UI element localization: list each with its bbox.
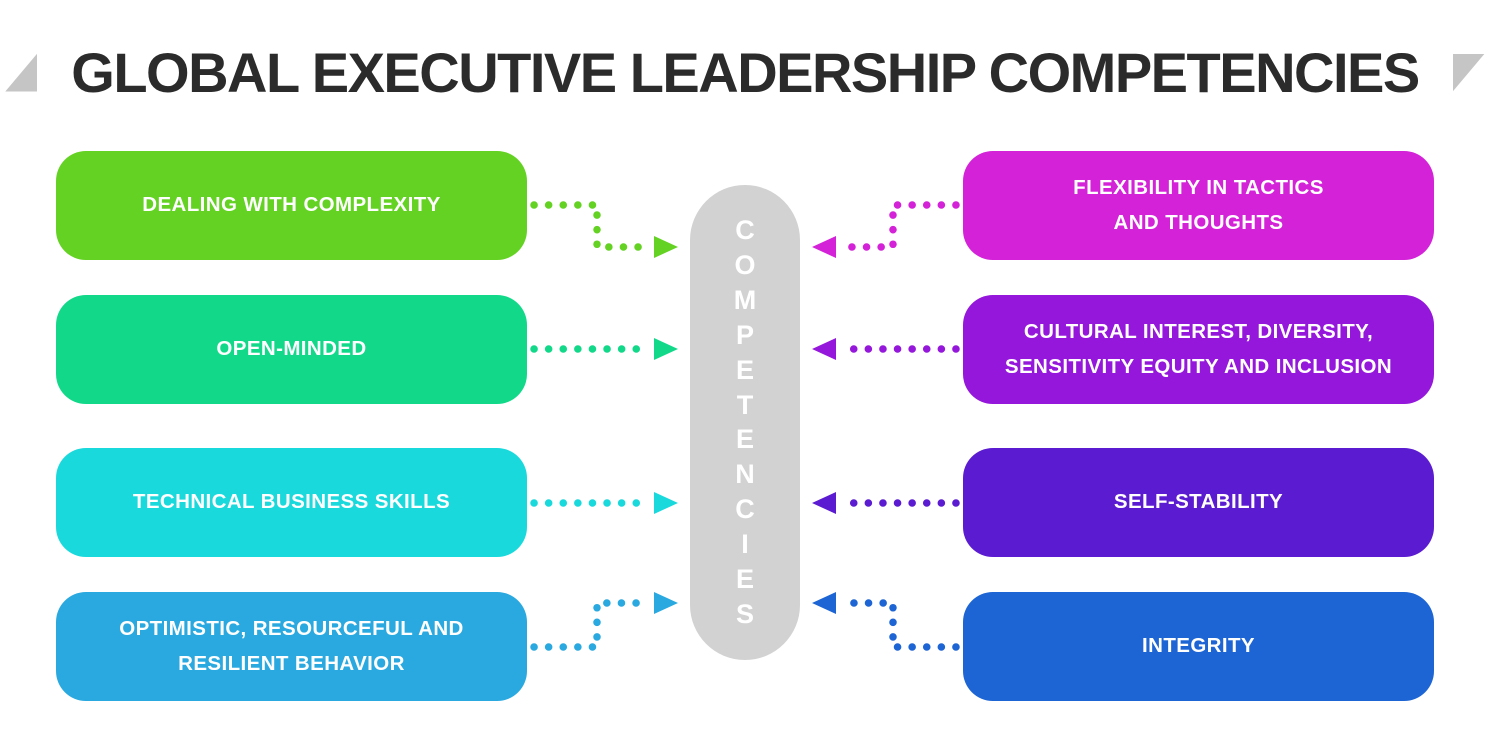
connector-right-1 — [812, 201, 960, 258]
connector-line — [530, 201, 652, 251]
pill-letter: E — [735, 424, 754, 455]
pill-letter: S — [735, 598, 754, 629]
connector-right-4 — [812, 592, 960, 651]
title-triangle-right-icon — [1452, 53, 1485, 92]
arrowhead-right-icon — [654, 592, 678, 614]
connector-left-3 — [530, 492, 678, 514]
pill-letter: C — [735, 215, 755, 245]
arrowhead-right-icon — [654, 338, 678, 360]
page-title: GLOBAL EXECUTIVE LEADERSHIP COMPETENCIES — [71, 41, 1420, 104]
arrowhead-right-icon — [654, 492, 678, 514]
pill-letter: P — [735, 319, 754, 350]
card-self-stability: SELF-STABILITY — [963, 448, 1434, 557]
connector-line — [530, 599, 652, 651]
arrowhead-right-icon — [654, 236, 678, 258]
card-label: FLEXIBILITY IN TACTICS AND THOUGHTS — [1073, 175, 1324, 234]
header: GLOBAL EXECUTIVE LEADERSHIP COMPETENCIES — [0, 40, 1490, 105]
card-flexibility-in-tactics: FLEXIBILITY IN TACTICS AND THOUGHTS — [963, 151, 1434, 260]
pill-letter: O — [734, 249, 756, 280]
card-label: OPTIMISTIC, RESOURCEFUL AND RESILIENT BE… — [119, 616, 464, 675]
connector-left-2 — [530, 338, 678, 360]
connector-line — [838, 201, 960, 251]
card-optimistic-resourceful-resilient: OPTIMISTIC, RESOURCEFUL AND RESILIENT BE… — [56, 592, 527, 701]
card-cultural-interest-diversity: CULTURAL INTEREST, DIVERSITY, SENSITIVIT… — [963, 295, 1434, 404]
connector-right-2 — [812, 338, 960, 360]
card-label: TECHNICAL BUSINESS SKILLS — [132, 490, 451, 514]
card-label: OPEN-MINDED — [216, 337, 367, 361]
pill-letter: I — [741, 529, 749, 560]
card-label: INTEGRITY — [1142, 634, 1255, 658]
card-label: DEALING WITH COMPLEXITY — [142, 193, 441, 217]
pill-letter: C — [735, 494, 755, 525]
card-label: SELF-STABILITY — [1113, 490, 1284, 514]
card-open-minded: OPEN-MINDED — [56, 295, 527, 404]
pill-letter: T — [736, 389, 754, 420]
card-label: CULTURAL INTEREST, DIVERSITY, SENSITIVIT… — [1004, 319, 1393, 378]
title-triangle-left-icon — [5, 53, 38, 92]
connector-left-1 — [530, 201, 678, 258]
connector-line — [838, 599, 960, 651]
arrowhead-left-icon — [812, 338, 836, 360]
pill-letter: N — [735, 459, 755, 490]
pill-letter: M — [733, 284, 757, 315]
card-integrity: INTEGRITY — [963, 592, 1434, 701]
arrowhead-left-icon — [812, 236, 836, 258]
card-technical-business-skills: TECHNICAL BUSINESS SKILLS — [56, 448, 527, 557]
arrowhead-left-icon — [812, 592, 836, 614]
connector-right-3 — [812, 492, 960, 514]
arrowhead-left-icon — [812, 492, 836, 514]
pill-letter: E — [735, 564, 754, 595]
pill-letter: E — [735, 354, 754, 385]
card-dealing-with-complexity: DEALING WITH COMPLEXITY — [56, 151, 527, 260]
connector-left-4 — [530, 592, 678, 651]
